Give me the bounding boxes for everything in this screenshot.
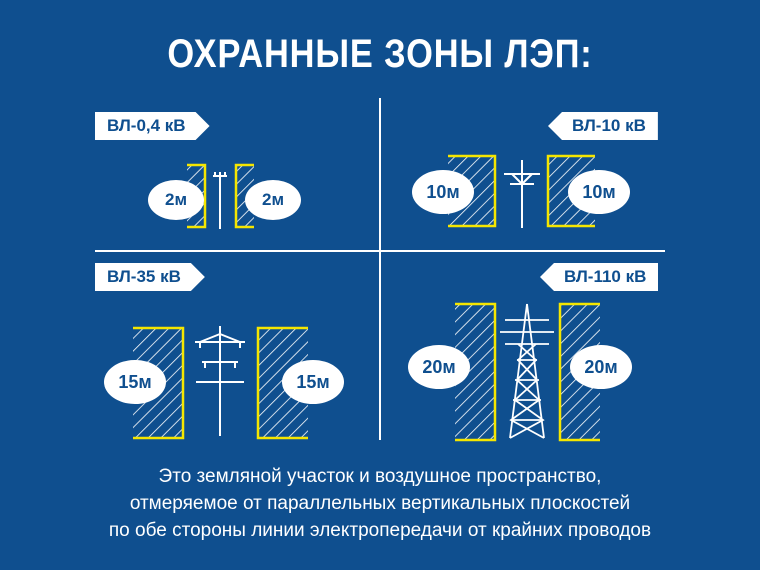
distance-badge-right: 15м xyxy=(282,360,344,404)
distance-badge-left: 10м xyxy=(412,170,474,214)
zone-label-35kv: ВЛ-35 кВ xyxy=(95,263,205,291)
distance-badge-right: 10м xyxy=(568,170,630,214)
distance-badge-left: 2м xyxy=(148,180,204,220)
tower-icon xyxy=(195,326,245,436)
zone-label-110kv: ВЛ-110 кВ xyxy=(540,263,659,291)
distance-badge-right: 2м xyxy=(245,180,301,220)
description-line-1: Это земляной участок и воздушное простра… xyxy=(158,466,602,487)
zone-label-0-4kv: ВЛ-0,4 кВ xyxy=(95,112,210,140)
description-line-3: по обе стороны линии электропередачи от … xyxy=(108,520,652,541)
distance-badge-left: 20м xyxy=(408,345,470,389)
pole-icon xyxy=(504,160,540,228)
distance-badge-left: 15м xyxy=(104,360,166,404)
poster-title: ОХРАННЫЕ ЗОНЫ ЛЭП: xyxy=(167,32,593,76)
distance-badge-right: 20м xyxy=(570,345,632,389)
description-line-2: отмеряемое от параллельных вертикальных … xyxy=(129,493,631,514)
lattice-tower-icon xyxy=(500,303,554,439)
zone-label-10kv: ВЛ-10 кВ xyxy=(548,112,658,140)
pole-icon xyxy=(213,172,227,229)
